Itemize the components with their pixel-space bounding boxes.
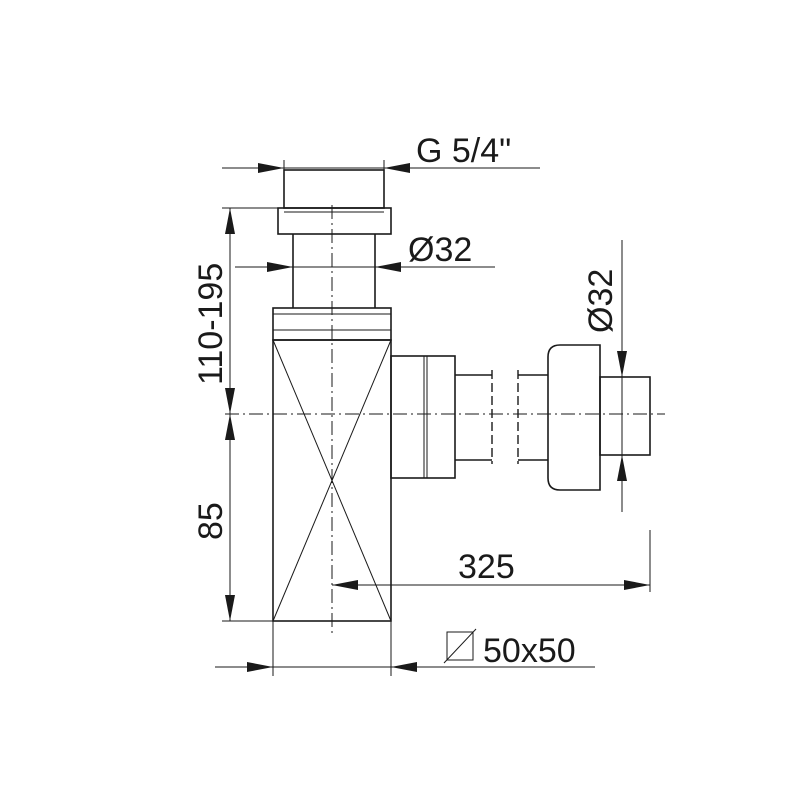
pipe-diameter-side-label: Ø32 [582, 269, 620, 333]
pipe-diameter-top-label: Ø32 [408, 231, 472, 269]
dimension-lower-height: 85 [192, 414, 273, 622]
dimension-body-section: 50x50 [215, 621, 595, 676]
body-section-label: 50x50 [483, 632, 576, 670]
dimension-outlet-distance: 325 [332, 530, 651, 592]
outlet-distance-label: 325 [458, 548, 515, 586]
dimension-pipe-diameter-side: Ø32 [582, 240, 627, 512]
lower-height-label: 85 [192, 502, 230, 540]
dimension-height-range: 110-195 [192, 207, 278, 414]
thread-cap [277, 169, 392, 235]
body-cross-line [272, 339, 392, 622]
dimension-thread: G 5/4" [222, 132, 540, 173]
vertical-pipe [292, 234, 376, 308]
dimension-pipe-diameter-top: Ø32 [235, 231, 495, 272]
trap-body [272, 307, 392, 622]
height-range-label: 110-195 [192, 263, 230, 385]
square-section-icon [443, 628, 477, 664]
side-outlet [390, 355, 493, 479]
thread-size-label: G 5/4" [416, 132, 511, 170]
wall-connector [517, 344, 651, 491]
